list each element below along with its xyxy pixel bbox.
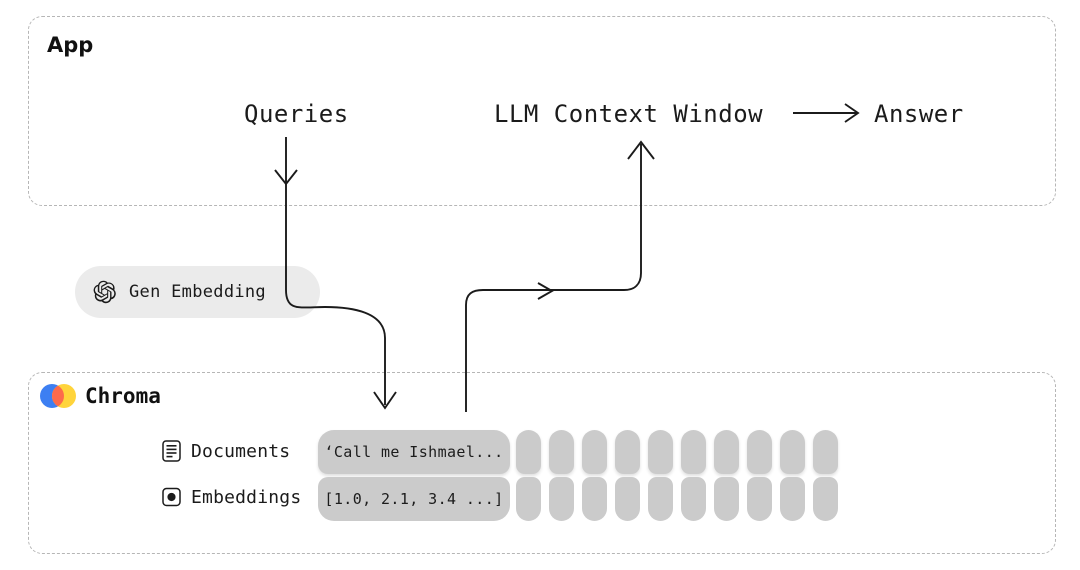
capsule-document-cell <box>582 430 607 474</box>
capsule-embedding-cell <box>549 477 574 521</box>
documents-row: Documents <box>162 440 290 462</box>
app-title: App <box>47 33 94 57</box>
chroma-title: Chroma <box>85 384 161 408</box>
chroma-logo-icon <box>40 384 76 408</box>
llm-context-window-label: LLM Context Window <box>494 100 764 128</box>
capsule-embedding-cell <box>615 477 640 521</box>
capsule-embedding-cell <box>648 477 673 521</box>
capsule-column <box>747 430 772 521</box>
capsule-column <box>714 430 739 521</box>
capsule-column <box>516 430 541 521</box>
capsule-column <box>615 430 640 521</box>
capsule-column <box>780 430 805 521</box>
capsule-embedding-cell <box>681 477 706 521</box>
answer-label: Answer <box>874 100 964 128</box>
embeddings-value-pill: [1.0, 2.1, 3.4 ...] <box>318 477 510 521</box>
chroma-title-group: Chroma <box>40 384 161 408</box>
capsule-column <box>549 430 574 521</box>
filled-dot-square-icon <box>162 486 181 508</box>
capsule-document-cell <box>681 430 706 474</box>
capsule-embedding-cell <box>747 477 772 521</box>
capsule-column <box>813 430 838 521</box>
embeddings-row: Embeddings <box>162 486 301 508</box>
capsule-document-cell <box>516 430 541 474</box>
capsule-column <box>582 430 607 521</box>
embeddings-row-label: Embeddings <box>191 486 302 508</box>
capsule-embedding-cell <box>714 477 739 521</box>
openai-logo-icon <box>93 280 117 304</box>
queries-label: Queries <box>244 100 349 128</box>
capsule-document-cell <box>714 430 739 474</box>
capsule-document-cell <box>813 430 838 474</box>
capsule-embedding-cell <box>780 477 805 521</box>
capsule-document-cell <box>747 430 772 474</box>
capsule-strip <box>516 430 838 521</box>
capsule-embedding-cell <box>516 477 541 521</box>
capsule-document-cell <box>648 430 673 474</box>
capsule-embedding-cell <box>813 477 838 521</box>
capsule-document-cell <box>615 430 640 474</box>
document-lines-icon <box>162 440 181 462</box>
capsule-column <box>648 430 673 521</box>
gen-embedding-label: Gen Embedding <box>129 282 266 302</box>
capsule-document-cell <box>549 430 574 474</box>
capsule-column <box>681 430 706 521</box>
documents-value-text: ‘Call me Ishmael... <box>324 443 504 461</box>
embeddings-value-text: [1.0, 2.1, 3.4 ...] <box>324 490 504 508</box>
capsule-embedding-cell <box>582 477 607 521</box>
gen-embedding-pill[interactable]: Gen Embedding <box>75 266 320 318</box>
capsule-document-cell <box>780 430 805 474</box>
documents-value-pill: ‘Call me Ishmael... <box>318 430 510 474</box>
documents-row-label: Documents <box>191 440 291 462</box>
